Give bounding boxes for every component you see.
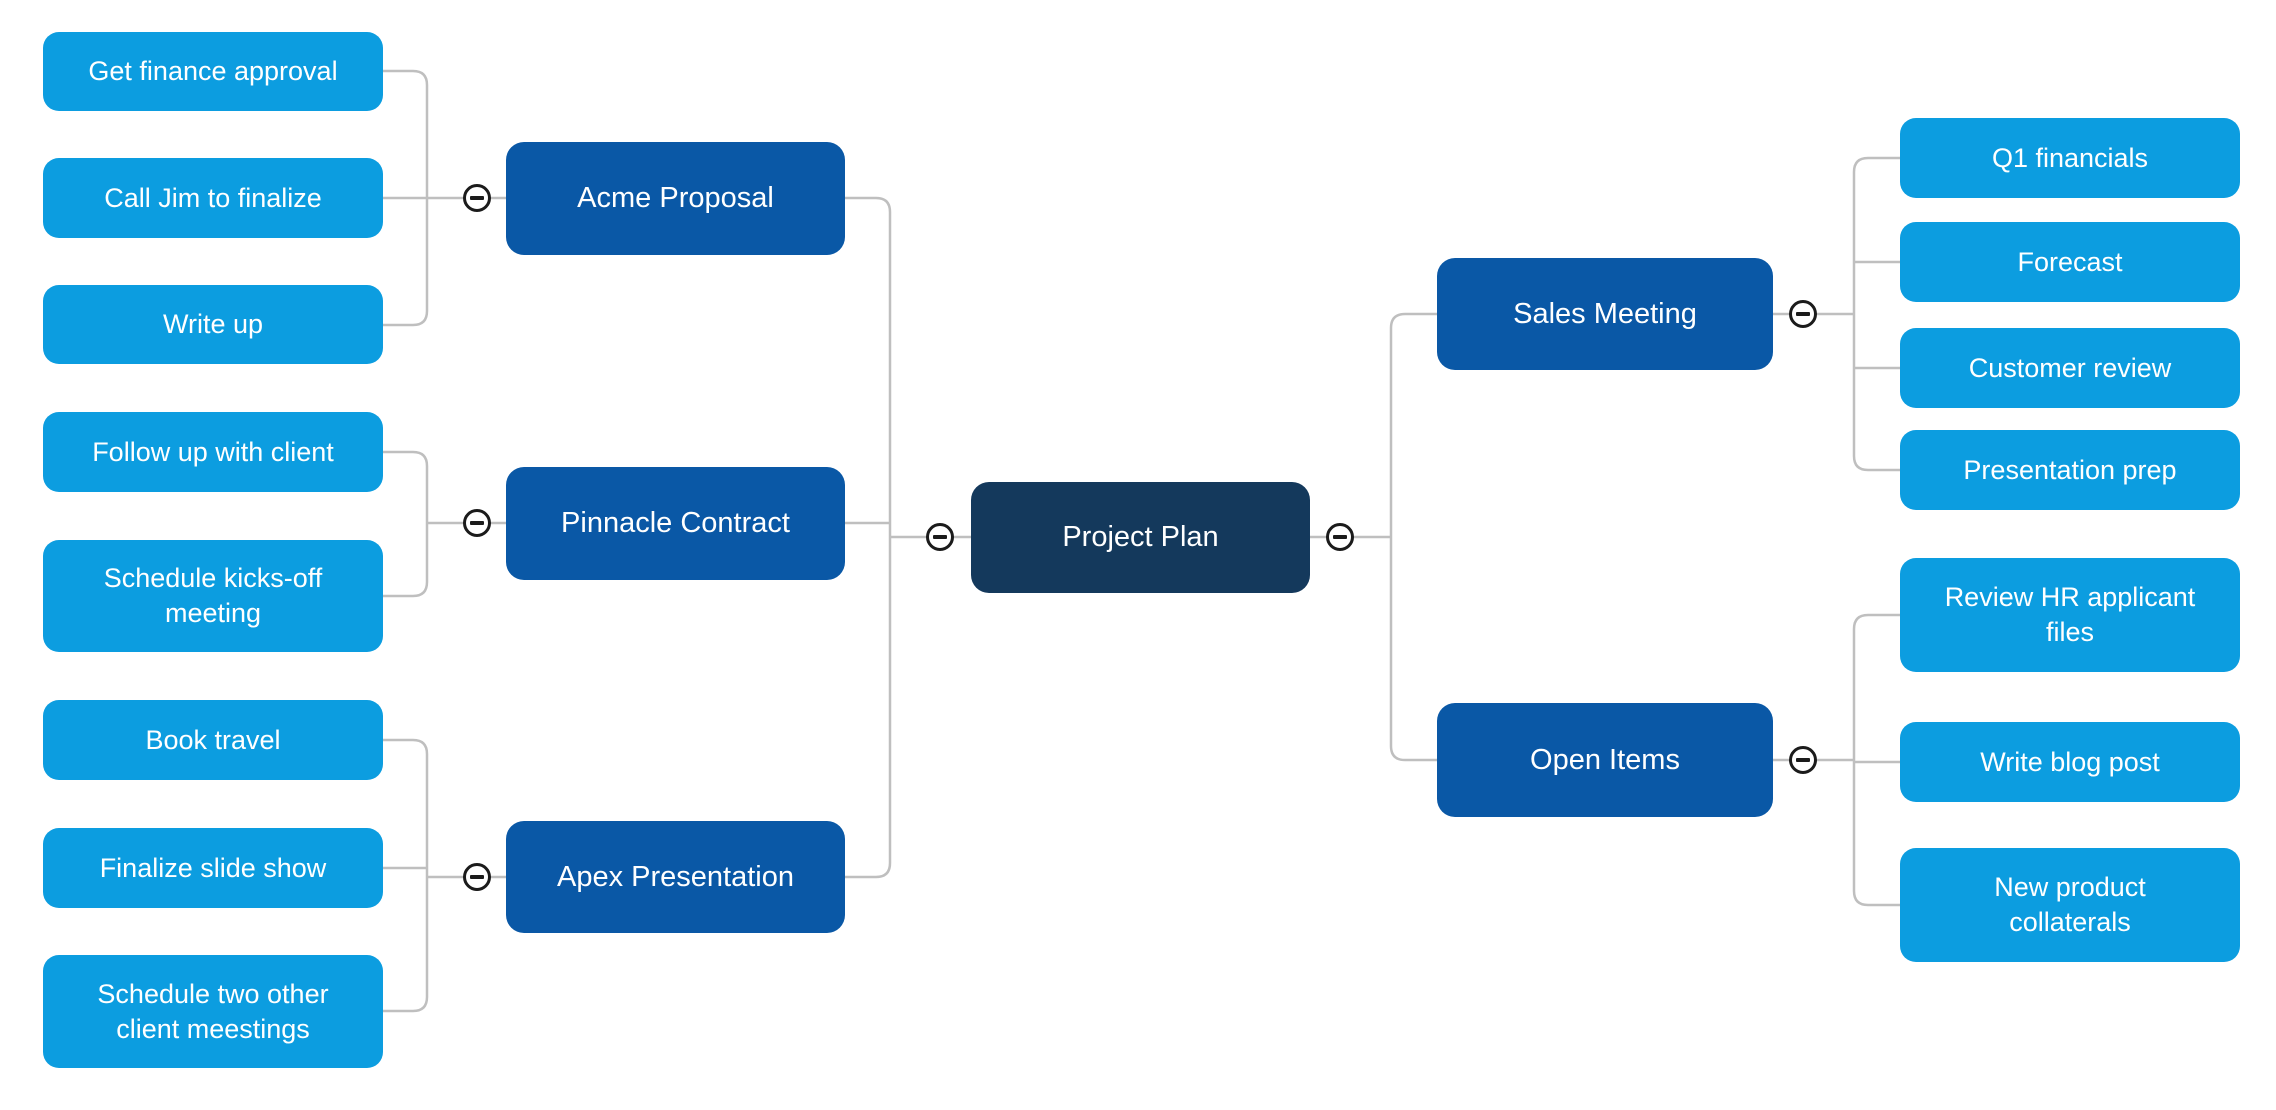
- subtopic-label: Finalize slide show: [99, 852, 327, 883]
- collapse-button-open-items[interactable]: [1789, 746, 1817, 774]
- topic-label: Acme Proposal: [577, 182, 774, 214]
- subtopic-follow-up-with-client[interactable]: Follow up with client: [43, 412, 383, 492]
- subtopic-review-hr-applicant-files[interactable]: Review HR applicant files: [1900, 558, 2240, 672]
- topic-label: Apex Presentation: [557, 860, 794, 893]
- connector-acme-children-trunk: [383, 69, 429, 327]
- topic-sales-meeting[interactable]: Sales Meeting: [1437, 258, 1773, 370]
- connector-pinnacle-children-trunk: [383, 450, 429, 598]
- minus-icon: [470, 196, 484, 200]
- subtopic-label: Forecast: [2017, 246, 2123, 277]
- topic-label: Pinnacle Contract: [561, 507, 790, 539]
- subtopic-call-jim-to-finalize[interactable]: Call Jim to finalize: [43, 158, 383, 238]
- topic-acme-proposal[interactable]: Acme Proposal: [506, 142, 845, 255]
- subtopic-presentation-prep[interactable]: Presentation prep: [1900, 430, 2240, 510]
- collapse-button-project-plan-left[interactable]: [926, 523, 954, 551]
- subtopic-label: Write blog post: [1980, 746, 2160, 777]
- subtopic-schedule-kicks-off-meeting[interactable]: Schedule kicks-off meeting: [43, 540, 383, 652]
- minus-icon: [470, 875, 484, 879]
- connector-open-children-trunk: [1852, 613, 1900, 907]
- topic-label: Sales Meeting: [1513, 297, 1697, 330]
- subtopic-label: Q1 financials: [1991, 142, 2149, 173]
- subtopic-label: Follow up with client: [92, 436, 334, 467]
- subtopic-label: Presentation prep: [1963, 454, 2177, 485]
- subtopic-label: Schedule two other client meestings: [97, 978, 329, 1044]
- collapse-button-apex-presentation[interactable]: [463, 863, 491, 891]
- subtopic-label: Schedule kicks-off meeting: [103, 563, 323, 628]
- connector-sales-children-trunk: [1852, 156, 1900, 472]
- collapse-button-project-plan-right[interactable]: [1326, 523, 1354, 551]
- topic-open-items[interactable]: Open Items: [1437, 703, 1773, 817]
- subtopic-finalize-slide-show[interactable]: Finalize slide show: [43, 828, 383, 908]
- subtopic-write-blog-post[interactable]: Write blog post: [1900, 722, 2240, 802]
- collapse-button-pinnacle-contract[interactable]: [463, 509, 491, 537]
- subtopic-schedule-two-other-client-meestings[interactable]: Schedule two other client meestings: [43, 955, 383, 1068]
- root-topic-label: Project Plan: [1062, 521, 1219, 553]
- topic-pinnacle-contract[interactable]: Pinnacle Contract: [506, 467, 845, 580]
- subtopic-new-product-collaterals[interactable]: New product collaterals: [1900, 848, 2240, 962]
- subtopic-book-travel[interactable]: Book travel: [43, 700, 383, 780]
- connector-apex-children-trunk: [383, 738, 429, 1013]
- minus-icon: [1333, 535, 1347, 539]
- subtopic-forecast[interactable]: Forecast: [1900, 222, 2240, 302]
- topic-apex-presentation[interactable]: Apex Presentation: [506, 821, 845, 933]
- collapse-button-acme-proposal[interactable]: [463, 184, 491, 212]
- subtopic-label: Review HR applicant files: [1944, 582, 2196, 647]
- minus-icon: [1796, 312, 1810, 316]
- collapse-button-sales-meeting[interactable]: [1789, 300, 1817, 328]
- root-topic-project-plan[interactable]: Project Plan: [971, 482, 1310, 593]
- topic-label: Open Items: [1530, 743, 1680, 776]
- subtopic-label: Customer review: [1968, 352, 2172, 383]
- minus-icon: [470, 521, 484, 525]
- minus-icon: [1796, 758, 1810, 762]
- subtopic-q1-financials[interactable]: Q1 financials: [1900, 118, 2240, 198]
- subtopic-get-finance-approval[interactable]: Get finance approval: [43, 32, 383, 111]
- subtopic-write-up[interactable]: Write up: [43, 285, 383, 364]
- connector-root-right-trunk: [1389, 312, 1437, 762]
- subtopic-label: Get finance approval: [88, 56, 338, 86]
- subtopic-label: Book travel: [145, 724, 281, 755]
- connector-root-left-trunk: [845, 196, 892, 879]
- subtopic-label: Call Jim to finalize: [104, 182, 322, 213]
- subtopic-customer-review[interactable]: Customer review: [1900, 328, 2240, 408]
- subtopic-label: New product collaterals: [1994, 872, 2146, 937]
- minus-icon: [933, 535, 947, 539]
- subtopic-label: Write up: [162, 309, 264, 339]
